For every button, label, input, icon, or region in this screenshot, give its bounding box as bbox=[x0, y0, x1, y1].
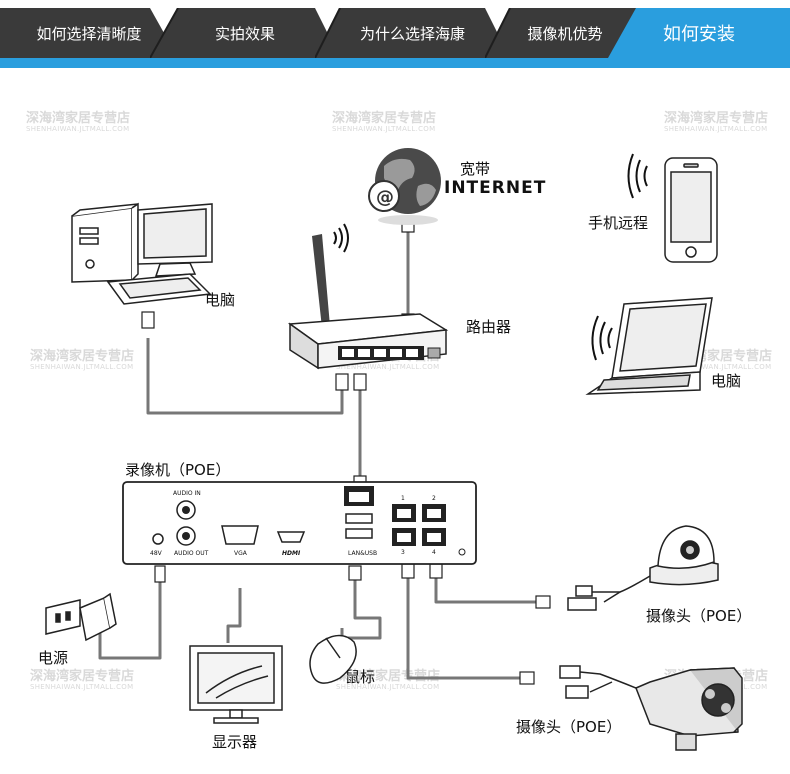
dome-camera-label: 摄像头（POE） bbox=[646, 607, 752, 625]
tab-label: 摄像机优势 bbox=[527, 24, 603, 43]
tab-how-to-install[interactable]: 如何安装 bbox=[608, 8, 790, 58]
tab-bar: 如何选择清晰度 实拍效果 为什么选择海康 摄像机优势 如何安装 bbox=[0, 0, 790, 68]
power-adapter-icon bbox=[45, 592, 117, 642]
smartphone-icon bbox=[664, 157, 718, 263]
port-label-audio-out: AUDIO OUT bbox=[174, 550, 209, 557]
camera-cable bbox=[559, 665, 637, 699]
bullet-camera-label: 摄像头（POE） bbox=[516, 718, 622, 736]
pc-label: 电脑 bbox=[205, 291, 236, 309]
tab-underline bbox=[0, 58, 790, 68]
port-label-hdmi: HDMI bbox=[282, 550, 301, 557]
wifi-waves-icon bbox=[627, 153, 648, 199]
desktop-pc-icon bbox=[71, 202, 213, 305]
tab-real-shots[interactable]: 实拍效果 bbox=[150, 8, 340, 58]
nvr-device-icon bbox=[122, 481, 477, 565]
tab-shape bbox=[485, 8, 645, 58]
port-label-audio-in: AUDIO IN bbox=[173, 490, 201, 497]
bullet-camera-icon bbox=[635, 667, 743, 751]
mouse-icon bbox=[309, 634, 357, 684]
camera-cable bbox=[567, 575, 651, 611]
tab-label: 实拍效果 bbox=[214, 24, 275, 43]
tab-why-hikvision[interactable]: 为什么选择海康 bbox=[315, 8, 510, 58]
svg-text:@: @ bbox=[376, 187, 394, 208]
tab-shape bbox=[608, 8, 790, 58]
laptop-icon bbox=[585, 297, 713, 395]
poe-port-number: 1 bbox=[401, 495, 405, 502]
phone-label: 手机远程 bbox=[588, 214, 649, 232]
wifi-waves-icon bbox=[333, 223, 349, 253]
poe-port-number: 2 bbox=[432, 495, 436, 502]
nvr-label: 录像机（POE） bbox=[125, 461, 231, 479]
tab-resolution[interactable]: 如何选择清晰度 bbox=[0, 8, 178, 58]
port-label-vga: VGA bbox=[234, 550, 248, 557]
router-label: 路由器 bbox=[466, 318, 512, 336]
tab-shape bbox=[150, 8, 340, 58]
power-label: 电源 bbox=[38, 649, 69, 667]
internet-label-en: INTERNET bbox=[444, 178, 547, 198]
diagram-drawing: @ bbox=[45, 148, 743, 751]
monitor-icon bbox=[189, 645, 283, 724]
tab-label: 如何选择清晰度 bbox=[36, 24, 142, 43]
dome-camera-icon bbox=[649, 525, 719, 586]
laptop-label: 电脑 bbox=[711, 372, 742, 390]
tab-shape bbox=[315, 8, 510, 58]
tab-label: 为什么选择海康 bbox=[359, 24, 465, 43]
poe-port-number: 4 bbox=[432, 549, 436, 556]
mouse-label: 鼠标 bbox=[345, 668, 376, 686]
poe-port-number: 3 bbox=[401, 549, 405, 556]
monitor-label: 显示器 bbox=[212, 733, 258, 751]
wifi-waves-icon bbox=[591, 315, 613, 361]
tab-label: 如何安装 bbox=[663, 24, 735, 45]
router-icon bbox=[287, 234, 449, 370]
port-label-power: 48V bbox=[150, 550, 163, 557]
internet-globe-icon: @ bbox=[368, 148, 441, 225]
tab-shape bbox=[0, 8, 178, 58]
port-label-lan-usb: LAN&USB bbox=[348, 550, 377, 557]
tab-camera-advantages[interactable]: 摄像机优势 bbox=[485, 8, 645, 58]
internet-label-cn: 宽带 bbox=[460, 160, 491, 178]
